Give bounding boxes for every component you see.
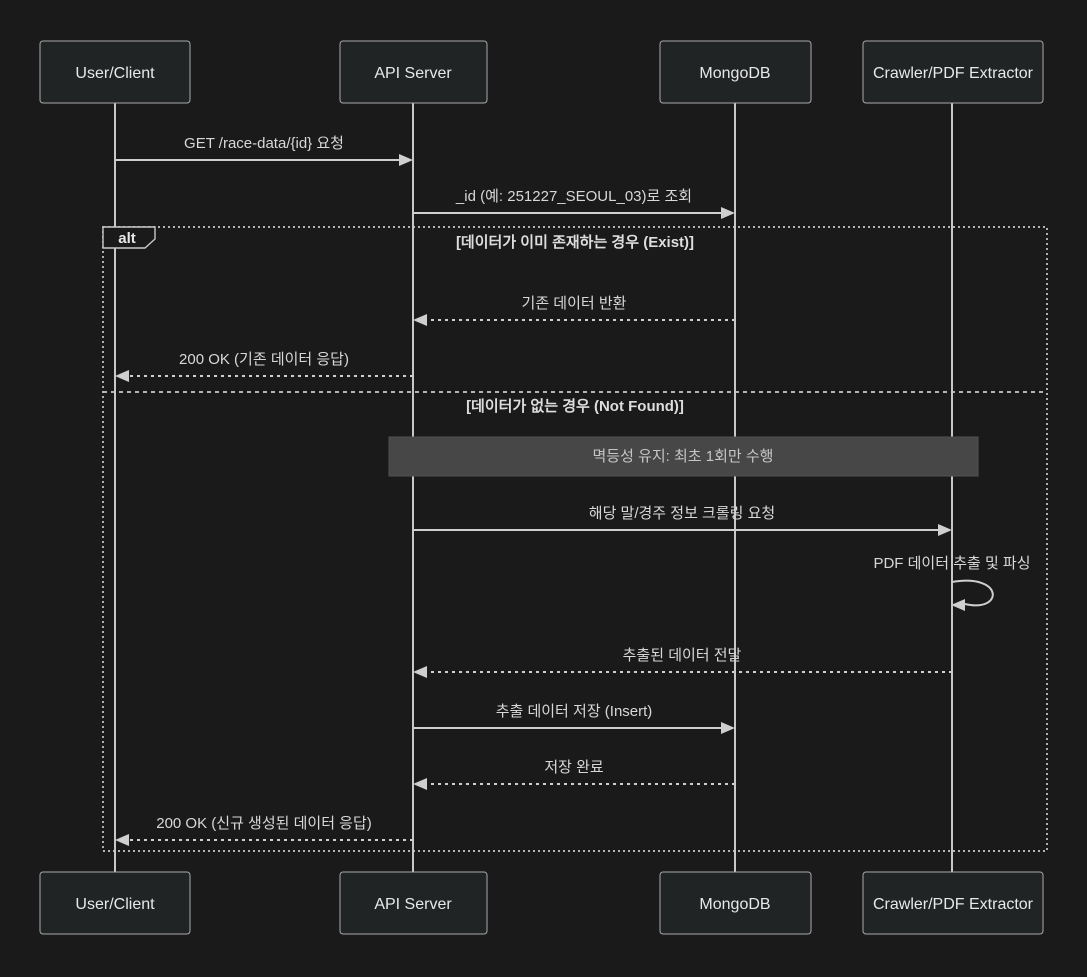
- arrowhead-left-icon: [115, 370, 129, 382]
- alt-section-condition-exist: [데이터가 이미 존재하는 경우 (Exist)]: [456, 233, 694, 251]
- participant-bottom-api-server: API Server: [339, 871, 488, 935]
- message-label-200-new: 200 OK (신규 생성된 데이터 응답): [156, 815, 372, 832]
- actor-box: [862, 871, 1044, 935]
- arrowhead-right-icon: [721, 722, 735, 734]
- actor-box: [339, 40, 488, 104]
- actor-label: MongoDB: [699, 65, 770, 82]
- actor-label: User/Client: [75, 896, 155, 913]
- alt-label-box: [102, 226, 156, 249]
- message-label-id-lookup: _id (예: 251227_SEOUL_03)로 조회: [455, 188, 692, 205]
- actor-box: [39, 871, 191, 935]
- alt-section-condition-notfound: [데이터가 없는 경우 (Not Found)]: [466, 397, 684, 415]
- self-loop-line: [951, 579, 994, 607]
- actor-box: [339, 871, 488, 935]
- message-label-deliver-data: 추출된 데이터 전달: [623, 647, 742, 664]
- actor-box: [659, 871, 812, 935]
- note-text: 멱등성 유지: 최초 1회만 수행: [593, 448, 774, 465]
- participant-top-crawler: Crawler/PDF Extractor: [862, 40, 1044, 104]
- arrowhead-right-icon: [721, 207, 735, 219]
- actor-label: API Server: [374, 896, 452, 913]
- alt-label: alt: [118, 230, 136, 247]
- message-label-insert: 추출 데이터 저장 (Insert): [496, 703, 653, 720]
- actor-box: [862, 40, 1044, 104]
- alt-frame-border: [102, 226, 1048, 852]
- message-label-pdf-parse: PDF 데이터 추출 및 파싱: [873, 555, 1030, 572]
- message-label-crawl-request: 해당 말/경주 정보 크롤링 요청: [589, 505, 775, 522]
- note-box: [388, 436, 979, 477]
- participant-bottom-crawler: Crawler/PDF Extractor: [862, 871, 1044, 935]
- message-label-get-race-data: GET /race-data/{id} 요청: [184, 135, 344, 152]
- actor-label: API Server: [374, 65, 452, 82]
- arrowhead-right-icon: [938, 524, 952, 536]
- arrowhead-left-icon: [413, 314, 427, 326]
- participant-top-api-server: API Server: [339, 40, 488, 104]
- message-label-save-done: 저장 완료: [544, 759, 604, 776]
- actor-box: [659, 40, 812, 104]
- actor-label: User/Client: [75, 65, 155, 82]
- message-label-200-existing: 200 OK (기존 데이터 응답): [179, 351, 349, 368]
- actor-label: Crawler/PDF Extractor: [873, 65, 1034, 82]
- participant-top-mongodb: MongoDB: [659, 40, 812, 104]
- arrowhead-left-icon: [115, 834, 129, 846]
- participant-top-user-client: User/Client: [39, 40, 191, 104]
- participant-bottom-user-client: User/Client: [39, 871, 191, 935]
- arrowhead-right-icon: [399, 154, 413, 166]
- participant-bottom-mongodb: MongoDB: [659, 871, 812, 935]
- arrowhead-left-icon: [413, 666, 427, 678]
- message-label-return-existing: 기존 데이터 반환: [522, 295, 627, 312]
- arrowhead-left-icon: [413, 778, 427, 790]
- actor-label: MongoDB: [699, 896, 770, 913]
- actor-label: Crawler/PDF Extractor: [873, 896, 1034, 913]
- actor-box: [39, 40, 191, 104]
- arrowhead-left-icon: [951, 599, 965, 611]
